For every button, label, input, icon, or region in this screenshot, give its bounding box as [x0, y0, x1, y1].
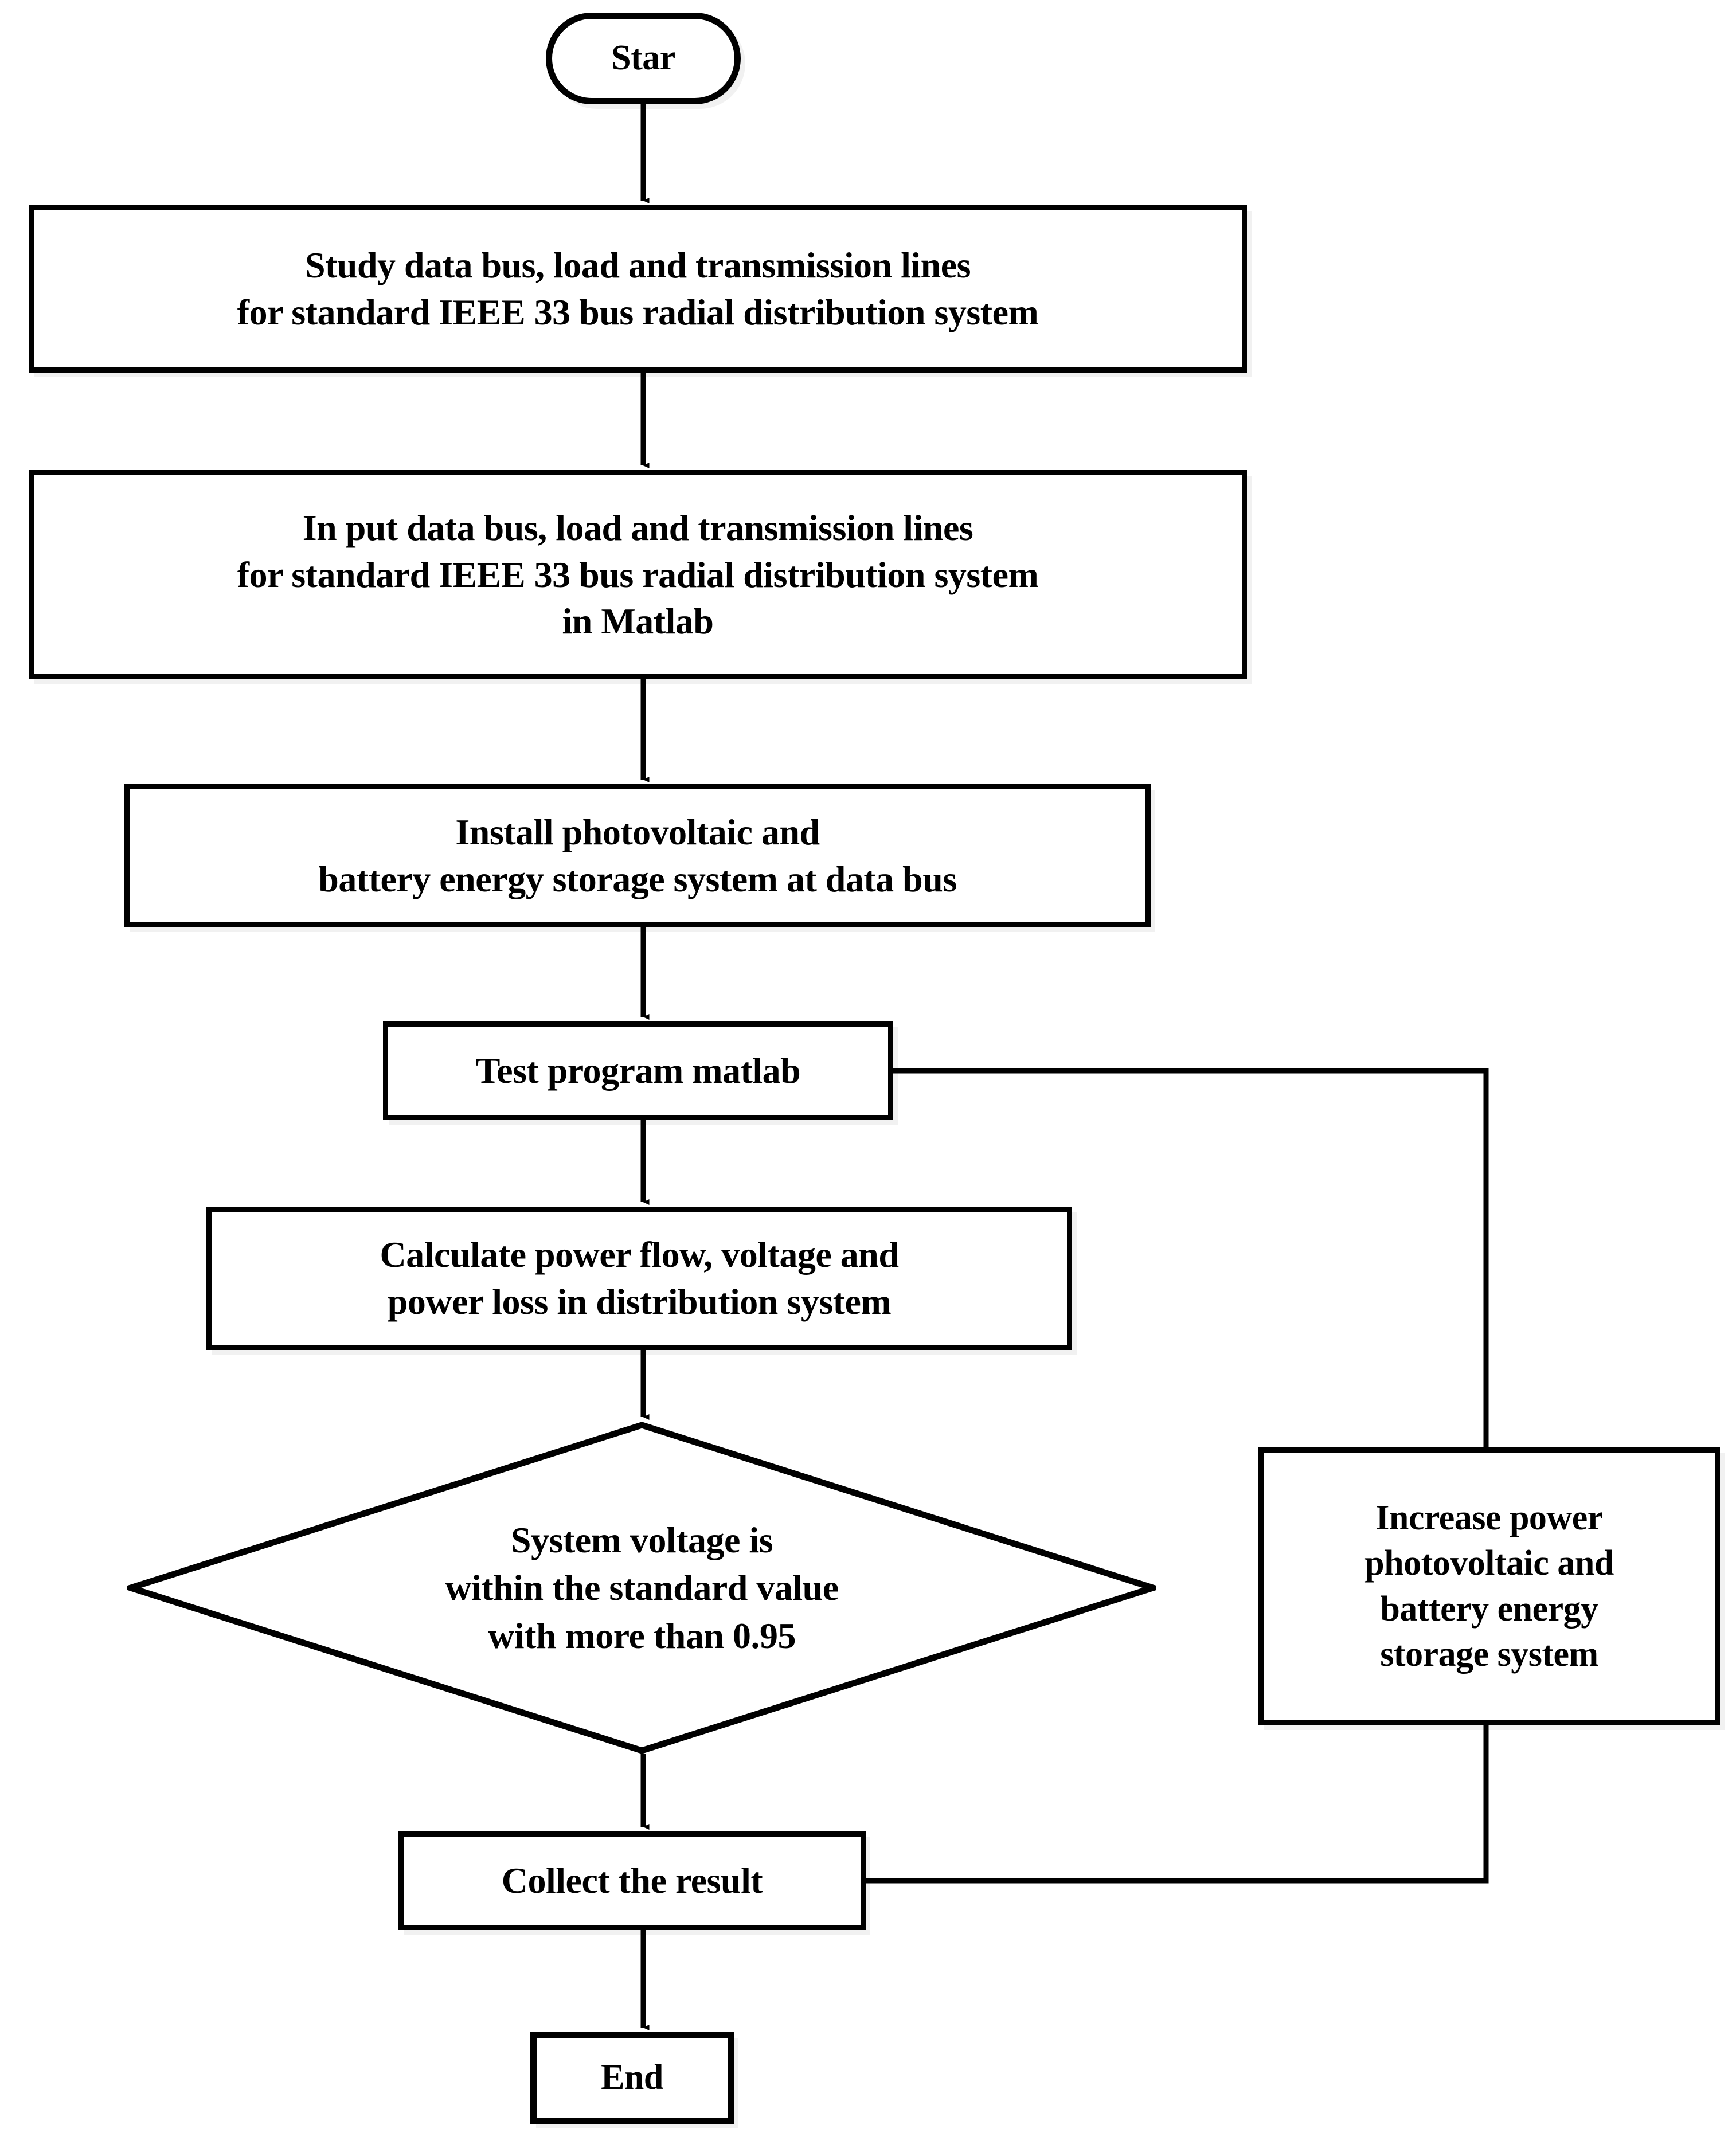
node-install-pv-bess[interactable]: Install photovoltaic and battery energy …	[124, 784, 1151, 927]
node-end[interactable]: End	[530, 2032, 734, 2124]
node-collect-result[interactable]: Collect the result	[398, 1831, 866, 1930]
node-study-data-label: Study data bus, load and transmission li…	[237, 245, 1039, 332]
node-test-program[interactable]: Test program matlab	[383, 1021, 893, 1120]
node-increase-power[interactable]: Increase power photovoltaic and battery …	[1258, 1447, 1720, 1725]
node-increase-power-label: Increase power photovoltaic and battery …	[1364, 1498, 1614, 1674]
node-decision-voltage[interactable]: System voltage is within the standard va…	[127, 1422, 1156, 1754]
node-install-pv-bess-label: Install photovoltaic and battery energy …	[318, 812, 957, 899]
node-collect-result-label: Collect the result	[501, 1860, 763, 1901]
node-end-label: End	[601, 2058, 663, 2097]
node-input-data[interactable]: In put data bus, load and transmission l…	[29, 470, 1247, 679]
node-test-program-label: Test program matlab	[475, 1050, 801, 1091]
node-start[interactable]: Star	[546, 13, 741, 104]
node-input-data-label: In put data bus, load and transmission l…	[237, 507, 1039, 642]
node-calculate-power-flow[interactable]: Calculate power flow, voltage and power …	[206, 1207, 1072, 1350]
node-study-data[interactable]: Study data bus, load and transmission li…	[29, 205, 1247, 373]
node-start-label: Star	[611, 38, 675, 78]
node-decision-voltage-label: System voltage is within the standard va…	[445, 1520, 839, 1656]
node-calculate-power-flow-label: Calculate power flow, voltage and power …	[380, 1234, 899, 1322]
diamond-shape-icon	[127, 1422, 1156, 1754]
